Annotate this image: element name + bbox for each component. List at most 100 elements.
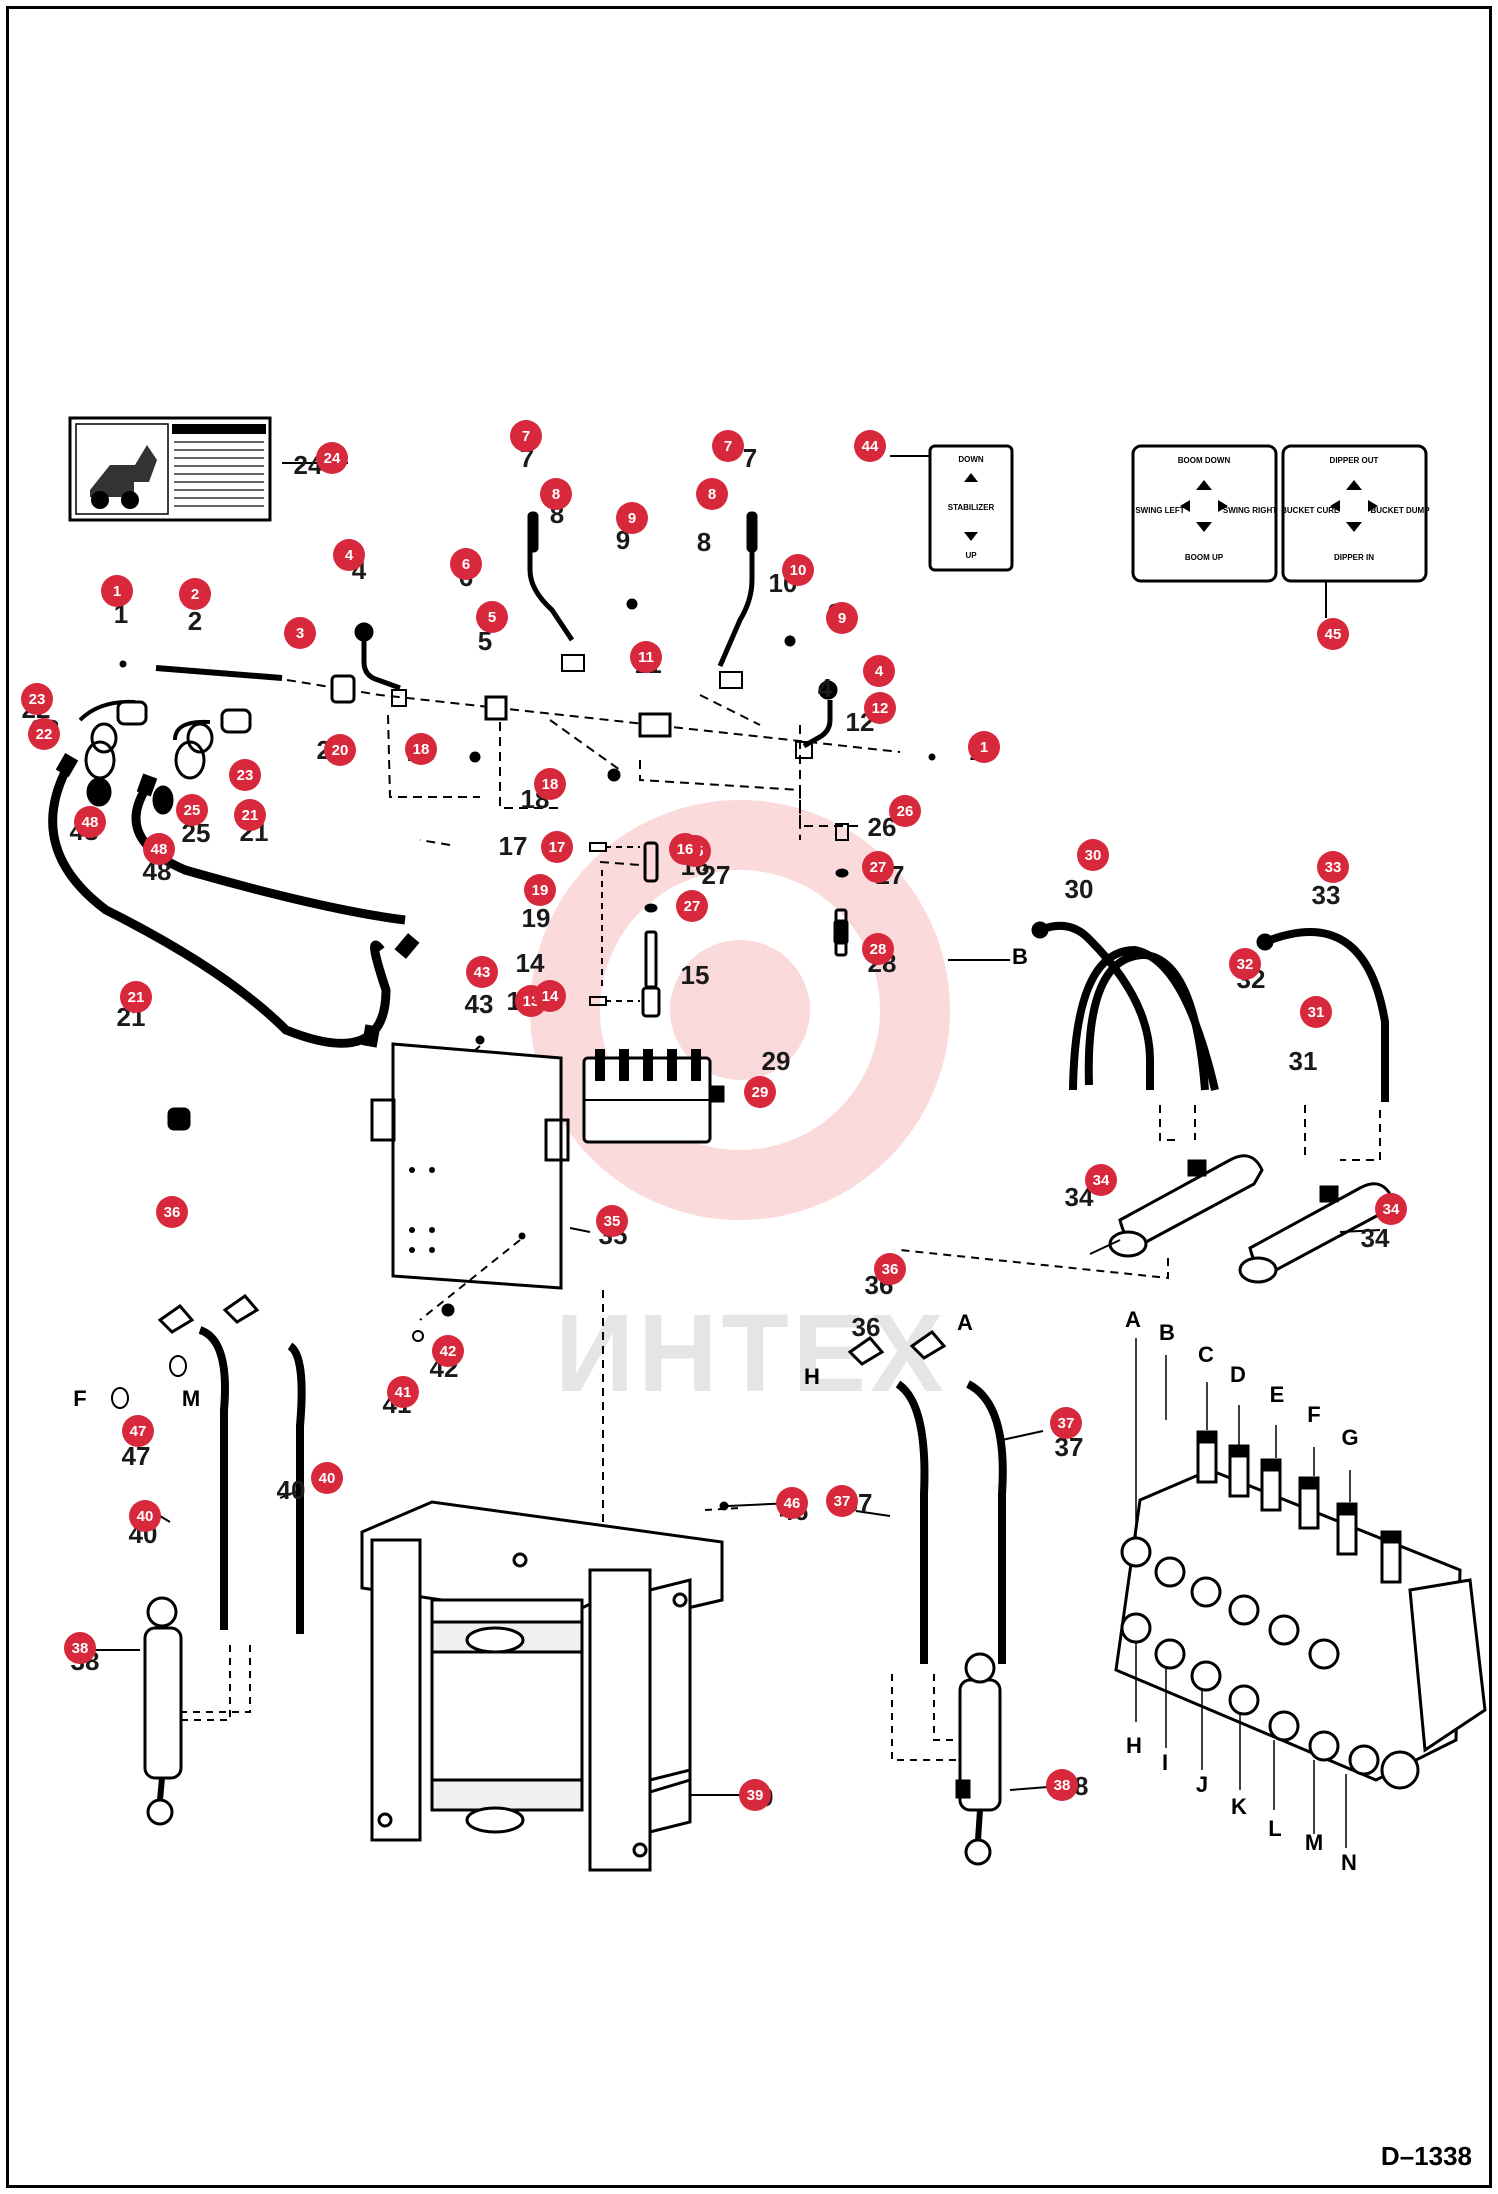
callout-badge: 27 <box>862 851 894 883</box>
callout-number: 48 <box>151 841 168 858</box>
callout-number: 44 <box>862 438 879 455</box>
callout-number: 16 <box>677 841 694 858</box>
callout-number: 48 <box>82 814 99 831</box>
part-number-label: 33 <box>1312 880 1341 910</box>
part-number-label: 4 <box>818 673 833 703</box>
mounting-plate-35 <box>370 1042 604 1540</box>
callout-number: 47 <box>130 1423 147 1440</box>
callout-number: 24 <box>324 450 341 467</box>
callout-badge: 21 <box>234 799 266 831</box>
port-letter: M <box>182 1386 200 1411</box>
callout-number: 9 <box>838 610 846 627</box>
port-letter: C <box>1198 1342 1214 1367</box>
watermark-gear <box>530 800 950 1220</box>
part-number-label: 34 <box>1361 1223 1390 1253</box>
callout-number: 34 <box>1093 1172 1110 1189</box>
callout-number: 36 <box>882 1261 899 1278</box>
hoses-21 <box>48 699 420 1131</box>
callout-badge: 43 <box>466 956 498 988</box>
callout-badge: 3 <box>284 617 316 649</box>
callout-number: 4 <box>875 663 884 680</box>
bucket-curl-text: BUCKET CURL <box>1281 506 1339 515</box>
callout-badge: 32 <box>1229 948 1261 980</box>
callout-number: 23 <box>29 691 46 708</box>
callout-badge: 10 <box>782 554 814 586</box>
swing-left-text: SWING LEFT <box>1135 506 1184 515</box>
callout-badge: 33 <box>1317 851 1349 883</box>
callout-badge: 39 <box>739 1779 771 1811</box>
callout-badge: 47 <box>122 1415 154 1447</box>
callout-number: 17 <box>549 839 566 856</box>
callout-number: 43 <box>474 964 491 981</box>
callout-badge: 4 <box>863 655 895 687</box>
callout-number: 4 <box>345 547 354 564</box>
callout-number: 21 <box>242 807 259 824</box>
callout-badge: 9 <box>826 602 858 634</box>
callout-number: 42 <box>440 1343 457 1360</box>
callout-number: 7 <box>522 428 530 445</box>
port-letter: N <box>1341 1850 1357 1875</box>
callout-badge: 8 <box>540 478 572 510</box>
control-pattern-decal: BOOM DOWN SWING LEFT SWING RIGHT BOOM UP… <box>1131 444 1430 583</box>
callout-number: 33 <box>1325 859 1342 876</box>
callout-badge: 30 <box>1077 839 1109 871</box>
part-number-label: 30 <box>1065 874 1094 904</box>
callout-number: 11 <box>638 649 654 666</box>
callout-badge: 26 <box>889 795 921 827</box>
port-letter: J <box>1196 1772 1208 1797</box>
callout-badge: 21 <box>120 981 152 1013</box>
callout-badge: 12 <box>864 692 896 724</box>
port-letter: M <box>1305 1830 1323 1855</box>
port-letter: A <box>957 1310 973 1335</box>
callout-number: 39 <box>747 1787 764 1804</box>
callout-badges: 1123445677889910111213141516171818192021… <box>21 420 1407 1811</box>
boom-down-text: BOOM DOWN <box>1178 456 1231 465</box>
dipper-out-text: DIPPER OUT <box>1330 456 1379 465</box>
callout-number: 8 <box>708 486 716 503</box>
callout-badge: 1 <box>101 575 133 607</box>
callout-number: 30 <box>1085 847 1102 864</box>
callout-badge: 20 <box>324 734 356 766</box>
part-number-label: 2 <box>188 606 202 636</box>
callout-badge: 28 <box>862 933 894 965</box>
callout-badge: 48 <box>74 806 106 838</box>
port-letter: F <box>73 1386 86 1411</box>
boom-up-text: BOOM UP <box>1185 553 1224 562</box>
port-letter: A <box>1125 1307 1141 1332</box>
callout-number: 25 <box>184 802 201 819</box>
warning-decal <box>68 416 272 522</box>
callout-number: 2 <box>191 586 199 603</box>
callout-badge: 42 <box>432 1335 464 1367</box>
callout-badge: 19 <box>524 874 556 906</box>
callout-badge: 7 <box>712 430 744 462</box>
callout-badge: 6 <box>450 548 482 580</box>
callout-badge: 44 <box>854 430 886 462</box>
callout-badge: 38 <box>64 1632 96 1664</box>
callout-badge: 22 <box>28 718 60 750</box>
callout-number: 31 <box>1308 1004 1325 1021</box>
callout-badge: 29 <box>744 1076 776 1108</box>
part-number-label: 8 <box>697 527 711 557</box>
swing-cylinders <box>111 1293 1007 1866</box>
callout-number: 6 <box>462 556 470 573</box>
callout-number: 37 <box>834 1493 851 1510</box>
stabilizer-down-text: DOWN <box>958 455 984 464</box>
callout-number: 27 <box>684 898 701 915</box>
callout-number: 19 <box>532 882 549 899</box>
callout-badge: 40 <box>311 1462 343 1494</box>
part-number-label: 43 <box>465 989 494 1019</box>
callout-number: 45 <box>1325 626 1342 643</box>
control-linkage <box>119 511 936 1081</box>
callout-number: 40 <box>137 1508 154 1525</box>
callout-number: 35 <box>604 1213 621 1230</box>
callout-badge: 27 <box>676 890 708 922</box>
callout-badge: 38 <box>1046 1769 1078 1801</box>
callout-number: 21 <box>128 989 145 1006</box>
callout-number: 3 <box>296 625 304 642</box>
callout-badge: 46 <box>776 1487 808 1519</box>
control-valve-29 <box>582 1049 725 1144</box>
stabilizer-up-text: UP <box>965 551 977 560</box>
callout-badge: 34 <box>1085 1164 1117 1196</box>
part-number-label: 19 <box>522 903 551 933</box>
